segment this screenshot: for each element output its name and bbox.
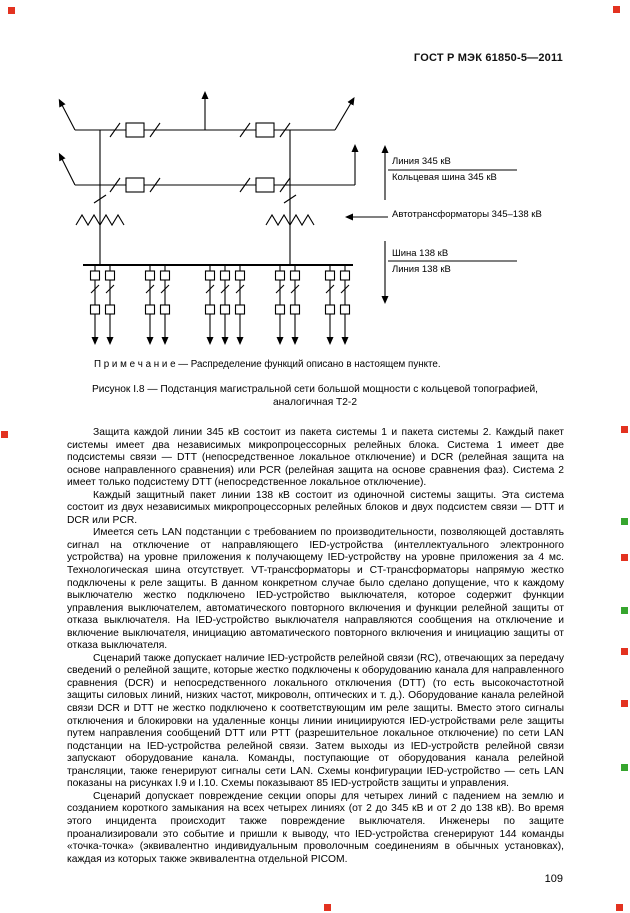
edge-artifact-mark — [621, 554, 628, 561]
page-number: 109 — [544, 873, 563, 885]
figure-caption: Рисунок I.8 — Подстанция магистральной с… — [67, 383, 563, 409]
body-paragraph: Имеется сеть LAN подстанции с требование… — [67, 527, 564, 652]
label-ring-bus-345: Кольцевая шина 345 кВ — [392, 172, 497, 183]
label-line-138: Линия 138 кВ — [392, 264, 451, 275]
substation-oneline-svg — [58, 91, 517, 345]
body-text: Защита каждой линии 345 кВ состоит из па… — [67, 427, 564, 866]
ring-bus-345-group — [58, 91, 359, 193]
label-autotransformers: Автотрансформаторы 345–138 кВ — [392, 209, 542, 220]
label-line-345: Линия 345 кВ — [392, 156, 451, 167]
body-paragraph: Сценарий допускает повреждение секции оп… — [67, 790, 564, 865]
edge-artifact-mark — [621, 648, 628, 655]
label-bus-138: Шина 138 кВ — [392, 248, 449, 259]
edge-artifact-mark — [621, 700, 628, 707]
body-paragraph: Каждый защитный пакет линии 138 кВ состо… — [67, 489, 564, 526]
edge-artifact-mark — [616, 904, 623, 911]
bus-138-feeder-group — [83, 264, 353, 345]
edge-artifact-mark — [621, 518, 628, 525]
figure-caption-line1: Рисунок I.8 — Подстанция магистральной с… — [91, 384, 539, 395]
edge-artifact-mark — [8, 7, 15, 14]
autotransformer-group — [75, 130, 315, 265]
edge-artifact-mark — [621, 607, 628, 614]
page-header: ГОСТ Р МЭК 61850-5—2011 — [413, 52, 563, 64]
figure-diagram: Линия 345 кВ Кольцевая шина 345 кВ Автот… — [55, 86, 560, 358]
edge-artifact-mark — [621, 426, 628, 433]
figure-note: П р и м е ч а н и е — Распределение функ… — [94, 359, 441, 370]
body-paragraph: Защита каждой линии 345 кВ состоит из па… — [67, 427, 564, 489]
body-paragraph: Сценарий также допускает наличие IED-уст… — [67, 652, 564, 790]
legend-symbols-group — [345, 145, 517, 304]
edge-artifact-mark — [621, 764, 628, 771]
edge-artifact-mark — [1, 431, 8, 438]
figure-caption-line2: аналогичная Т2-2 — [273, 397, 357, 408]
edge-artifact-mark — [613, 6, 620, 13]
edge-artifact-mark — [324, 904, 331, 911]
